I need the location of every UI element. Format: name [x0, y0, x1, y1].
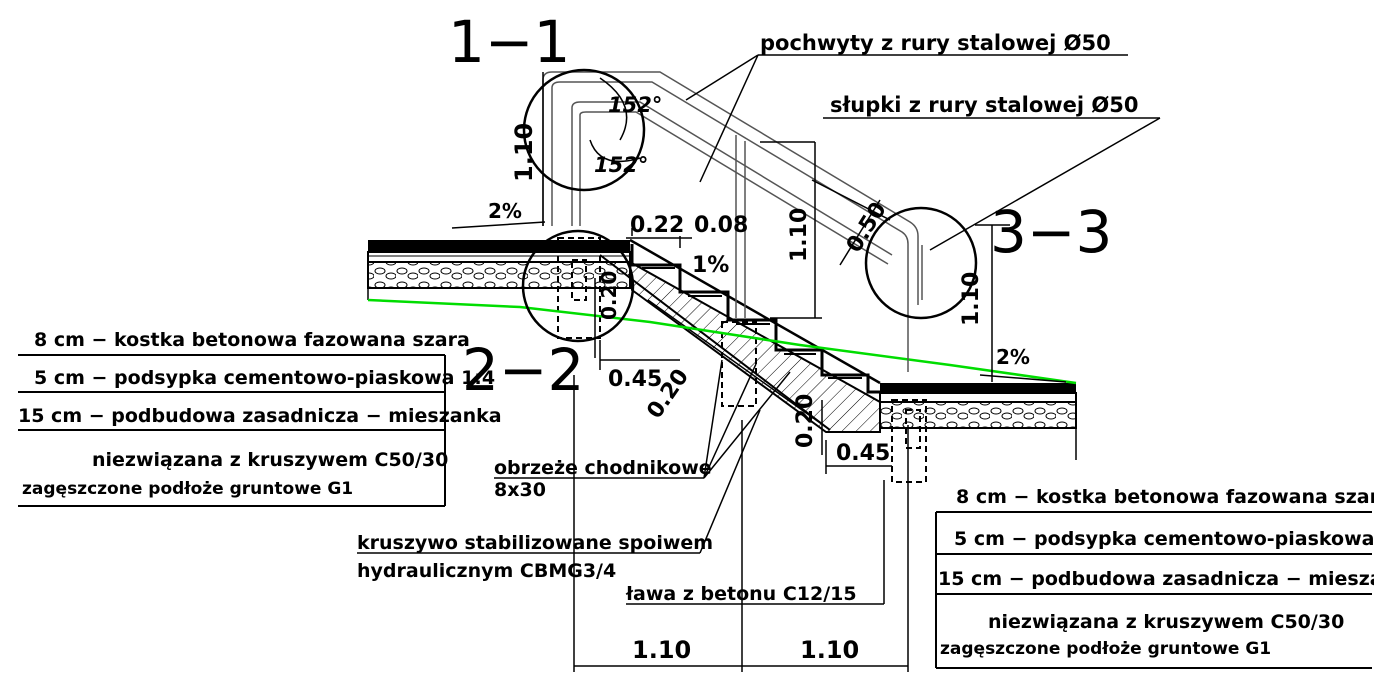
handrail — [542, 71, 923, 372]
right-layer-table — [935, 511, 1372, 669]
dimension-lines — [451, 72, 1067, 672]
dim-angle-top: 152° — [608, 93, 662, 117]
stair-body — [599, 238, 881, 433]
left-layer-5: zagęszczone podłoże gruntowe G1 — [22, 479, 353, 499]
left-layer-table — [18, 354, 446, 507]
footing-callout: ława z betonu C12/15 — [625, 583, 857, 605]
left-pavement — [367, 240, 631, 300]
dim-rail-height-mid: 1.10 — [787, 208, 812, 262]
handrail-callout: pochwyty z rury stalowej Ø50 — [760, 31, 1111, 55]
aggregate-callout-line1: kruszywo stabilizowane spoiwem — [357, 532, 713, 554]
leader-lines — [357, 54, 1161, 605]
left-layer-4: niezwiązana z kruszywem C50/30 — [92, 449, 448, 471]
right-layer-1: 8 cm − kostka betonowa fazowana szara — [956, 486, 1374, 508]
left-layer-1: 8 cm − kostka betonowa fazowana szara — [34, 329, 470, 351]
left-layer-2: 5 cm − podsypka cementowo-piaskowa 1:4 — [34, 367, 495, 389]
dim-step-tread: 0.22 — [630, 213, 684, 238]
right-layer-4: niezwiązana z kruszywem C50/30 — [988, 611, 1344, 633]
dim-slope-top: 1% — [692, 253, 729, 278]
curb-callout: obrzeże chodnikowe — [494, 457, 712, 479]
right-layer-2: 5 cm − podsypka cementowo-piaskowa 1:4 — [954, 528, 1374, 550]
dim-rail-offset: 0.50 — [842, 198, 892, 257]
dim-span-right: 1.10 — [800, 636, 859, 664]
dim-landing-left: 0.45 — [608, 367, 662, 392]
detail-circles — [521, 68, 978, 343]
dim-slope-right: 2% — [996, 345, 1030, 369]
dim-step-rise: 0.08 — [694, 213, 748, 238]
dim-footing-depth-right: 0.20 — [793, 394, 818, 448]
left-layer-3: 15 cm − podbudowa zasadnicza − mieszanka — [18, 405, 502, 427]
section-label-3-3: 3−3 — [990, 198, 1112, 266]
dim-slope-left: 2% — [488, 199, 522, 223]
section-label-1-1: 1−1 — [448, 8, 570, 76]
dim-footing-depth-left: 0.20 — [597, 271, 621, 320]
aggregate-callout-line2: hydraulicznym CBMG3/4 — [357, 560, 616, 582]
right-layer-5: zagęszczone podłoże gruntowe G1 — [940, 639, 1271, 659]
right-layer-3: 15 cm − podbudowa zasadnicza − mieszanka — [938, 568, 1374, 590]
curb-size: 8x30 — [494, 479, 546, 501]
ground-line — [367, 298, 1077, 385]
dim-rail-height-left: 1.10 — [510, 123, 538, 182]
dim-angle-bottom: 152° — [594, 153, 648, 177]
right-pavement — [879, 383, 1077, 460]
section-label-2-2: 2−2 — [462, 336, 584, 404]
dim-rail-height-right: 1.10 — [959, 272, 984, 326]
angle-arcs — [589, 77, 641, 163]
post-callout: słupki z rury stalowej Ø50 — [830, 93, 1139, 117]
dim-span-left: 1.10 — [632, 636, 691, 664]
dim-landing-right: 0.45 — [836, 441, 890, 466]
